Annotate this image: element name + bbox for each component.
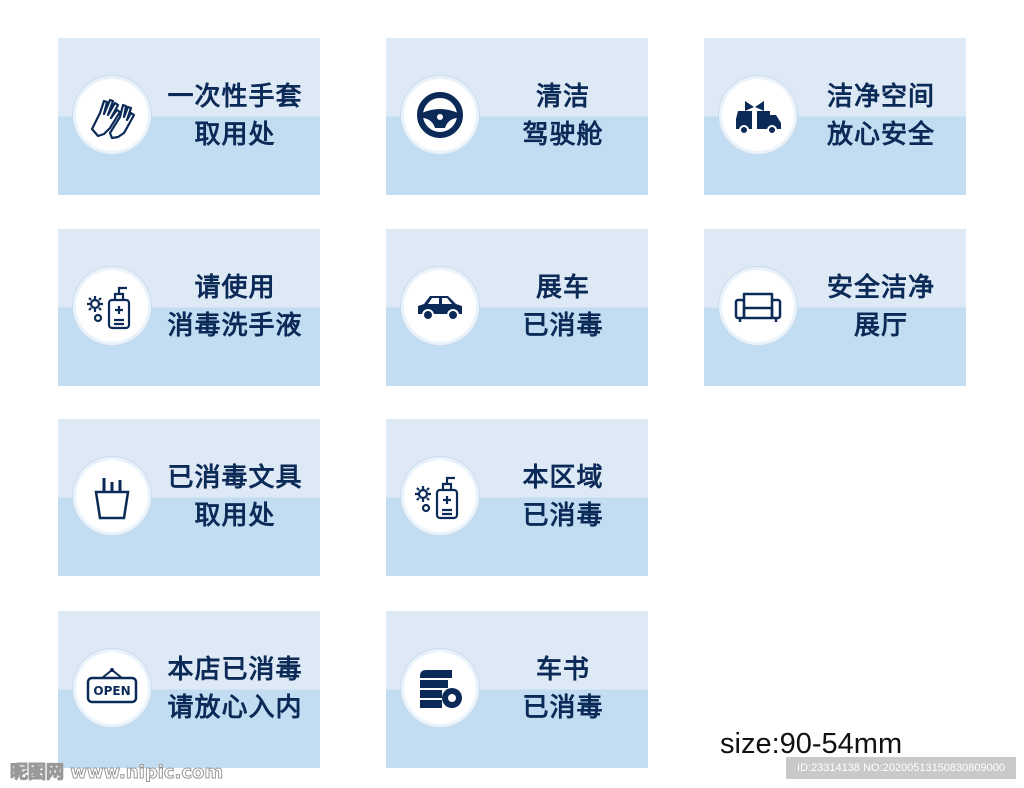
pen-holder-icon	[76, 460, 148, 532]
sign-card: 清洁驾驶舱	[386, 38, 648, 195]
sign-line: 一次性手套	[167, 82, 303, 112]
sign-line: 驾驶舱	[522, 120, 604, 150]
sign-line: 消毒洗手液	[167, 311, 303, 341]
sign-line: 本店已消毒	[167, 655, 303, 685]
sign-line: 请使用	[194, 273, 276, 303]
sanitizer-icon	[76, 270, 148, 342]
sign-text: 安全洁净展厅	[804, 267, 958, 347]
sign-line: 安全洁净	[826, 273, 935, 303]
sign-line: 请放心入内	[167, 693, 303, 723]
sign-line: 取用处	[194, 120, 276, 150]
sign-card: 安全洁净展厅	[704, 229, 966, 386]
sign-line: 本区域	[522, 463, 604, 493]
sign-card: 展车已消毒	[386, 229, 648, 386]
gloves-icon	[76, 79, 148, 151]
sofa-icon	[722, 270, 794, 342]
sign-card: 车书已消毒	[386, 611, 648, 768]
sign-line: 已消毒	[522, 501, 604, 531]
size-label: size:90-54mm	[720, 728, 903, 760]
sign-line: 已消毒	[522, 693, 604, 723]
id-text: ID:23314138 NO:20200513150830809000	[786, 757, 1016, 779]
sign-line: 展厅	[853, 311, 908, 341]
sign-text: 本店已消毒请放心入内	[158, 649, 312, 729]
steering-wheel-icon	[404, 79, 476, 151]
open-sign-icon: OPEN	[76, 652, 148, 724]
sign-text: 车书已消毒	[486, 649, 640, 729]
book-gear-icon	[404, 652, 476, 724]
sign-text: 清洁驾驶舱	[486, 76, 640, 156]
sign-card: 本区域已消毒	[386, 419, 648, 576]
open-sign-text: OPEN	[93, 684, 130, 698]
sign-text: 洁净空间放心安全	[804, 76, 958, 156]
sign-line: 已消毒文具	[167, 463, 303, 493]
sign-card: 洁净空间放心安全	[704, 38, 966, 195]
sign-card: 请使用消毒洗手液	[58, 229, 320, 386]
sign-line: 清洁	[535, 82, 590, 112]
watermark: 昵图网 www.nipic.com	[9, 762, 224, 784]
gift-car-icon	[722, 79, 794, 151]
sign-line: 已消毒	[522, 311, 604, 341]
sign-text: 本区域已消毒	[486, 457, 640, 537]
sanitizer-icon	[404, 460, 476, 532]
sign-line: 取用处	[194, 501, 276, 531]
sign-line: 放心安全	[826, 120, 935, 150]
sign-text: 已消毒文具取用处	[158, 457, 312, 537]
sign-card: 一次性手套取用处	[58, 38, 320, 195]
sign-text: 展车已消毒	[486, 267, 640, 347]
sign-text: 请使用消毒洗手液	[158, 267, 312, 347]
sign-line: 展车	[535, 273, 590, 303]
sign-card: 已消毒文具取用处	[58, 419, 320, 576]
car-icon	[404, 270, 476, 342]
sign-card: OPEN 本店已消毒请放心入内	[58, 611, 320, 768]
sign-text: 一次性手套取用处	[158, 76, 312, 156]
sign-line: 车书	[535, 655, 590, 685]
sign-line: 洁净空间	[826, 82, 935, 112]
